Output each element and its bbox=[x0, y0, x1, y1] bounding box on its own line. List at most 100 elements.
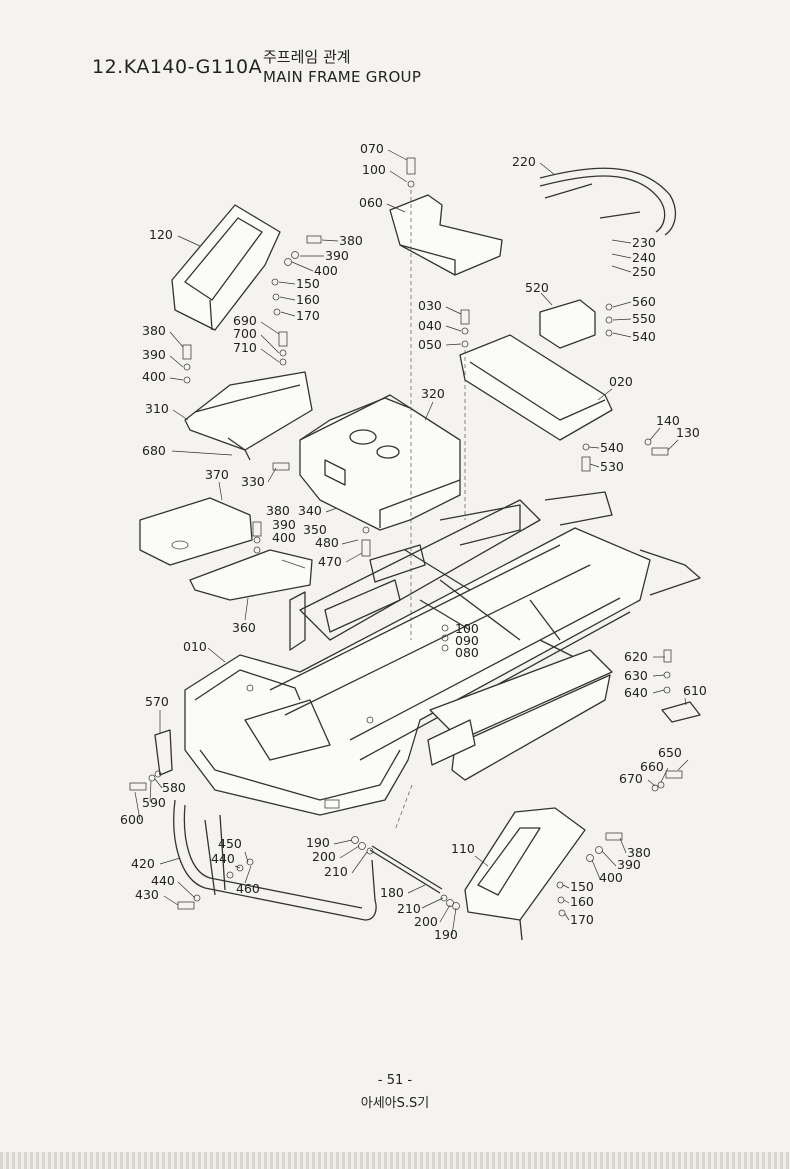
floor-plate-drawing bbox=[139, 497, 313, 601]
callout-140: 140 bbox=[656, 413, 680, 428]
fuel-tank-drawing bbox=[299, 394, 461, 531]
callout-400-left: 400 bbox=[142, 369, 166, 384]
callout-400: 400 bbox=[314, 263, 338, 278]
callout-180: 180 bbox=[380, 885, 404, 900]
callout-200-upper: 200 bbox=[312, 849, 336, 864]
callout-540: 540 bbox=[632, 329, 656, 344]
group-code: 12.KA140-G110A bbox=[92, 56, 263, 78]
callout-170: 170 bbox=[296, 308, 320, 323]
callout-050: 050 bbox=[418, 337, 442, 352]
callout-520: 520 bbox=[525, 280, 549, 295]
callout-630: 630 bbox=[624, 668, 648, 683]
callout-390-mid: 390 bbox=[272, 517, 296, 532]
callout-210-upper: 210 bbox=[324, 864, 348, 879]
callout-670: 670 bbox=[619, 771, 643, 786]
callout-380-left: 380 bbox=[142, 323, 166, 338]
callout-010: 010 bbox=[183, 639, 207, 654]
callout-360: 360 bbox=[232, 620, 256, 635]
crossmember-drawing bbox=[459, 299, 613, 441]
callout-400-mid: 400 bbox=[272, 530, 296, 545]
callout-380-right: 380 bbox=[627, 845, 651, 860]
callout-570: 570 bbox=[145, 694, 169, 709]
callout-320: 320 bbox=[421, 386, 445, 401]
callout-530: 530 bbox=[600, 459, 624, 474]
callout-160: 160 bbox=[296, 292, 320, 307]
callout-220: 220 bbox=[512, 154, 536, 169]
callout-190-upper: 190 bbox=[306, 835, 330, 850]
callout-470: 470 bbox=[318, 554, 342, 569]
callout-310: 310 bbox=[145, 401, 169, 416]
callout-390-left: 390 bbox=[142, 347, 166, 362]
callout-200-lower: 200 bbox=[414, 914, 438, 929]
callout-440-lower: 440 bbox=[151, 873, 175, 888]
callout-240: 240 bbox=[632, 250, 656, 265]
callout-540-lower: 540 bbox=[600, 440, 624, 455]
leader-lines bbox=[134, 149, 689, 936]
callout-620: 620 bbox=[624, 649, 648, 664]
group-title-english: MAIN FRAME GROUP bbox=[263, 68, 422, 86]
callout-440-upper: 440 bbox=[211, 851, 235, 866]
callout-130: 130 bbox=[676, 425, 700, 440]
callout-070: 070 bbox=[360, 141, 384, 156]
callout-080: 080 bbox=[455, 645, 479, 660]
seat-bracket-drawing bbox=[184, 371, 313, 461]
callout-580: 580 bbox=[162, 780, 186, 795]
main-frame-drawing bbox=[184, 491, 701, 816]
fender-left-drawing bbox=[171, 204, 281, 331]
callout-210-lower: 210 bbox=[397, 901, 421, 916]
callout-460: 460 bbox=[236, 881, 260, 896]
callout-380: 380 bbox=[339, 233, 363, 248]
callout-120: 120 bbox=[149, 227, 173, 242]
callout-340: 340 bbox=[298, 503, 322, 518]
callout-190-lower: 190 bbox=[434, 927, 458, 942]
hardware-drawing bbox=[129, 157, 701, 917]
callout-090: 090 bbox=[455, 633, 479, 648]
callout-710: 710 bbox=[233, 340, 257, 355]
assembly-lines bbox=[394, 190, 466, 831]
callout-690: 690 bbox=[233, 313, 257, 328]
callout-660: 660 bbox=[640, 759, 664, 774]
callout-350: 350 bbox=[303, 522, 327, 537]
callout-370: 370 bbox=[205, 467, 229, 482]
callout-330: 330 bbox=[241, 474, 265, 489]
callout-430: 430 bbox=[135, 887, 159, 902]
callout-590: 590 bbox=[142, 795, 166, 810]
callout-250: 250 bbox=[632, 264, 656, 279]
callout-650: 650 bbox=[658, 745, 682, 760]
callout-040: 040 bbox=[418, 318, 442, 333]
handle-bar-drawing bbox=[539, 167, 677, 236]
callout-150-right: 150 bbox=[570, 879, 594, 894]
callout-550: 550 bbox=[632, 311, 656, 326]
callout-480: 480 bbox=[315, 535, 339, 550]
callout-170-right: 170 bbox=[570, 912, 594, 927]
callout-150: 150 bbox=[296, 276, 320, 291]
callout-030: 030 bbox=[418, 298, 442, 313]
callout-100: 100 bbox=[362, 162, 386, 177]
callout-400-right: 400 bbox=[599, 870, 623, 885]
callout-230: 230 bbox=[632, 235, 656, 250]
callout-700: 700 bbox=[233, 326, 257, 341]
support-bracket-drawing bbox=[389, 194, 503, 276]
callout-160-right: 160 bbox=[570, 894, 594, 909]
publisher-mark: 아세아S.S기 bbox=[360, 1096, 430, 1111]
callout-labels: 070 100 060 220 120 380 390 400 150 160 … bbox=[120, 141, 707, 942]
front-guard-drawing bbox=[173, 799, 377, 921]
group-title-korean: 주프레임 관계 bbox=[263, 48, 351, 66]
callout-380-mid: 380 bbox=[266, 503, 290, 518]
callout-390-right: 390 bbox=[617, 857, 641, 872]
callout-060: 060 bbox=[359, 195, 383, 210]
callout-390: 390 bbox=[325, 248, 349, 263]
callout-610: 610 bbox=[683, 683, 707, 698]
callout-600: 600 bbox=[120, 812, 144, 827]
callout-110: 110 bbox=[451, 841, 475, 856]
page-number: - 51 - bbox=[377, 1073, 413, 1088]
callout-420: 420 bbox=[131, 856, 155, 871]
callout-680: 680 bbox=[142, 443, 166, 458]
callout-020: 020 bbox=[609, 374, 633, 389]
scan-edge bbox=[0, 1152, 790, 1169]
callout-560: 560 bbox=[632, 294, 656, 309]
callout-100-lower: 100 bbox=[455, 621, 479, 636]
callout-450: 450 bbox=[218, 836, 242, 851]
